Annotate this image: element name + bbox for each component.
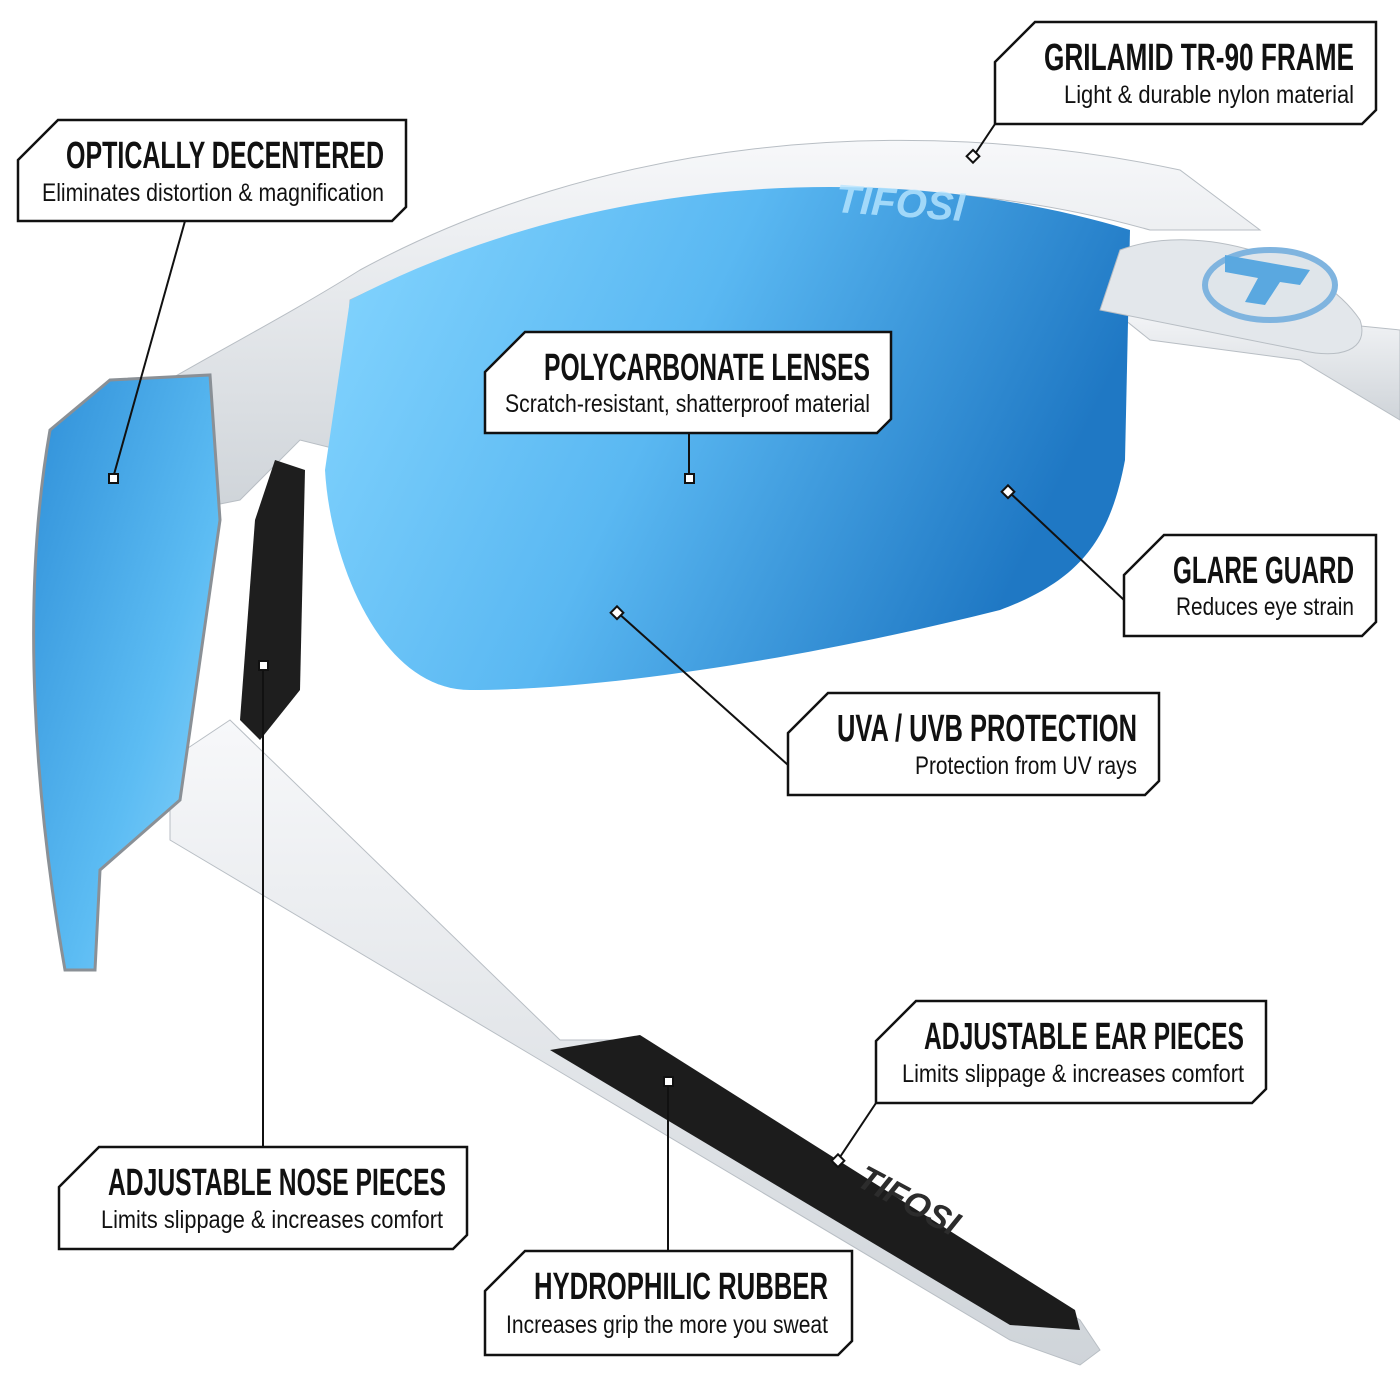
callout-grilamid-frame: GRILAMID TR-90 FRAME Light & durable nyl… (993, 20, 1378, 126)
callout-subtitle: Light & durable nylon material (1064, 81, 1354, 109)
callout-title: GLARE GUARD (1173, 550, 1354, 592)
callout-title: POLYCARBONATE LENSES (544, 347, 870, 389)
callout-adjustable-ear-pieces: ADJUSTABLE EAR PIECES Limits slippage & … (874, 999, 1268, 1105)
callout-subtitle: Scratch-resistant, shatterproof material (505, 390, 870, 418)
callout-subtitle: Limits slippage & increases comfort (101, 1206, 443, 1234)
lens-logo: TIFOSI (834, 177, 967, 230)
left-lens (32, 373, 222, 972)
callout-adjustable-nose-pieces: ADJUSTABLE NOSE PIECES Limits slippage &… (57, 1145, 469, 1251)
callout-glare-guard: GLARE GUARD Reduces eye strain (1122, 533, 1378, 638)
callout-title: OPTICALLY DECENTERED (66, 135, 384, 177)
marker-icon (258, 660, 269, 671)
callout-subtitle: Protection from UV rays (915, 752, 1137, 780)
markers (108, 148, 1016, 1169)
marker-icon (663, 1076, 674, 1087)
callout-hydrophilic-rubber: HYDROPHILIC RUBBER Increases grip the mo… (483, 1249, 854, 1357)
callout-subtitle: Limits slippage & increases comfort (902, 1060, 1244, 1088)
callout-title: ADJUSTABLE EAR PIECES (924, 1016, 1244, 1058)
marker-icon (1000, 483, 1016, 500)
callout-subtitle: Reduces eye strain (1176, 593, 1354, 621)
marker-icon (108, 473, 119, 484)
marker-icon (830, 1152, 846, 1169)
nose-pad (240, 460, 305, 740)
callout-title: ADJUSTABLE NOSE PIECES (108, 1162, 446, 1204)
callout-title: GRILAMID TR-90 FRAME (1044, 37, 1354, 79)
marker-icon (965, 148, 981, 165)
callout-title: HYDROPHILIC RUBBER (534, 1266, 828, 1308)
callout-uv-protection: UVA / UVB PROTECTION Protection from UV … (786, 691, 1161, 797)
leader-lines (112, 123, 1125, 1251)
callout-optically-decentered: OPTICALLY DECENTERED Eliminates distorti… (16, 118, 408, 223)
callout-title: UVA / UVB PROTECTION (837, 708, 1137, 750)
callout-subtitle: Eliminates distortion & magnification (42, 179, 384, 207)
callout-subtitle: Increases grip the more you sweat (506, 1311, 828, 1339)
right-lens (325, 186, 1130, 690)
marker-icon (684, 473, 695, 484)
ear-piece-rubber (550, 1035, 1080, 1330)
marker-icon (609, 604, 625, 621)
callout-polycarbonate-lenses: POLYCARBONATE LENSES Scratch-resistant, … (483, 330, 893, 435)
